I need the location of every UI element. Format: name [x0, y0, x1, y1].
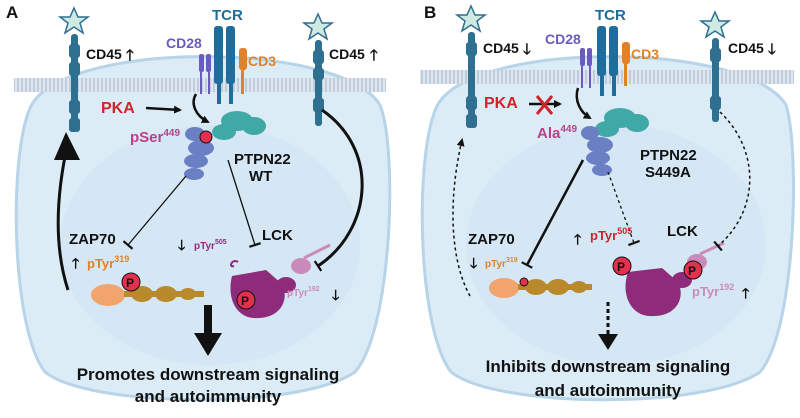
up-arrow-icon: 🡑 [72, 255, 79, 271]
zap70-to-cd45-arrow-b [452, 138, 471, 297]
ptpn22-variant-label-a: WT [249, 168, 272, 185]
ptpn22-inhibits-zap70-a [122, 175, 187, 250]
cd3-receptor-b [622, 42, 630, 86]
down-arrow-icon: 🡓 [470, 255, 477, 271]
down-arrow-icon: 🡓 [768, 41, 776, 58]
panel-a: A CD45 🡑 CD45 🡑 TCR C [6, 3, 392, 406]
cd45-label-left-b: CD45 [483, 40, 519, 56]
down-arrow-icon: 🡓 [332, 287, 339, 303]
membrane-b [420, 70, 794, 84]
tcr-receptor-b [597, 26, 618, 96]
ptpn22-inhibits-zap70-b [521, 159, 585, 269]
pser-label-a: pSer449 [130, 128, 180, 146]
pka-label-b: PKA [484, 95, 518, 112]
cd45-receptor-right-b [698, 10, 732, 122]
downstream-arrow-shaft-a [204, 305, 212, 335]
ptpn22-label-a: PTPN22 [234, 151, 291, 168]
ala-label-b: Ala449 [537, 124, 577, 142]
zap70-to-cd45-arrow-a [56, 140, 71, 291]
panel-a-letter: A [6, 3, 18, 22]
downstream-arrow-head-a [194, 333, 222, 356]
zap70-protein-a [91, 272, 204, 306]
cd45-inhibits-lck-b [713, 111, 751, 252]
cd28-receptor-a [199, 54, 211, 94]
ptpn22-inhibits-lck-a [227, 159, 262, 248]
outcome-line2-a: and autoimmunity [135, 387, 282, 406]
up-arrow-icon: 🡑 [742, 285, 749, 301]
cd3-receptor-a [239, 48, 247, 94]
zap70-protein-b [489, 277, 592, 298]
panel-b: B CD45 🡓 CD45 🡓 TCR CD28 [420, 3, 795, 402]
tcr-label-b: TCR [595, 7, 626, 24]
blocked-x-icon [535, 95, 554, 115]
down-arrow-icon: 🡓 [178, 237, 185, 253]
cd45-label-left-a: CD45 [86, 46, 122, 62]
ptpn22-label-b: PTPN22 [640, 147, 697, 164]
phospho-p-lck-505-b: P [617, 260, 625, 274]
cd28-receptor-b [580, 48, 592, 88]
cd45-receptor-right-a [301, 12, 335, 126]
cd28-label-b: CD28 [545, 31, 581, 47]
ptyr192-label-b: pTyr192 [692, 282, 734, 299]
lck-protein-a [230, 243, 331, 319]
downstream-arrow-head-b [598, 334, 618, 350]
big-up-arrow-icon [54, 132, 80, 160]
cd45-inhibits-lck-a [313, 108, 364, 272]
nucleus-b [466, 125, 766, 365]
cd45-label-right-b: CD45 [728, 40, 764, 56]
phospho-p-lck-192-b: P [688, 264, 696, 278]
ptyr505-label-b: pTyr505 [590, 226, 632, 243]
lck-label-b: LCK [667, 223, 698, 240]
panel-b-letter: B [424, 3, 436, 22]
ptpn22-protein-b [581, 108, 649, 176]
pka-label-a: PKA [101, 100, 135, 117]
up-arrow-icon: 🡑 [370, 47, 378, 64]
ptyr192-label-a: pTyr192 [287, 286, 320, 299]
lck-protein-b [612, 241, 725, 317]
cd28-label-a: CD28 [166, 35, 202, 51]
zap70-label-b: ZAP70 [468, 231, 515, 248]
lck-label-a: LCK [262, 227, 293, 244]
cd45-receptor-left-b [454, 4, 488, 128]
ptpn22-variant-label-b: S449A [645, 164, 691, 181]
ptpn22-inhibits-lck-b [607, 171, 641, 247]
tcr-receptor-a [214, 26, 235, 104]
outcome-line1-a: Promotes downstream signaling [77, 365, 340, 384]
cd3-label-b: CD3 [631, 46, 659, 62]
phospho-p-zap70-a: P [126, 276, 134, 290]
outcome-line1-b: Inhibits downstream signaling [486, 357, 731, 376]
ptyr505-label-a: pTyr505 [194, 239, 227, 252]
cd45-label-right-a: CD45 [329, 46, 365, 62]
cd3-label-a: CD3 [248, 53, 276, 69]
phospho-p-lck-a: P [241, 294, 249, 308]
tcr-to-ptpn22-arrow-b [575, 87, 592, 120]
pka-arrow-a [145, 105, 182, 114]
nucleus-a [60, 125, 360, 365]
tcr-label-a: TCR [212, 7, 243, 24]
up-arrow-icon: 🡑 [126, 47, 134, 64]
ptpn22-protein-a [184, 111, 266, 180]
zap70-label-a: ZAP70 [69, 231, 116, 248]
cd45-receptor-left-a [57, 6, 91, 132]
tcr-to-ptpn22-arrow-a [192, 93, 210, 124]
ptyr319-label-a: pTyr319 [87, 254, 129, 271]
up-arrow-icon: 🡑 [574, 231, 581, 247]
down-arrow-icon: 🡓 [523, 41, 531, 58]
outcome-line2-b: and autoimmunity [535, 381, 682, 400]
ptyr319-label-b: pTyr319 [485, 257, 518, 270]
